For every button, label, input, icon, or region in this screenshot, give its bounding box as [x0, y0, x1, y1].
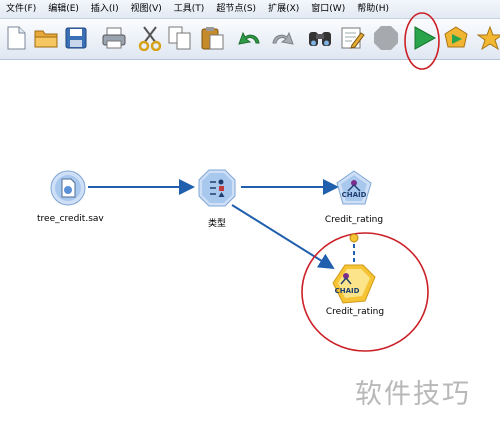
- watermark: 软件技巧: [355, 379, 471, 410]
- toolbar: [0, 19, 500, 60]
- find-icon[interactable]: [306, 24, 334, 52]
- star-icon[interactable]: [476, 24, 500, 52]
- chaid-nugget-icon: CHAID: [332, 264, 376, 304]
- menu-view[interactable]: 视图(V): [130, 4, 162, 14]
- menu-help[interactable]: 帮助(H): [357, 4, 389, 14]
- menu-edit[interactable]: 编辑(E): [48, 4, 79, 14]
- run-selection-icon[interactable]: [442, 24, 470, 52]
- source-node[interactable]: [50, 170, 86, 206]
- type-icon: [198, 169, 236, 207]
- menu-tools[interactable]: 工具(T): [173, 4, 205, 14]
- model-link-handle: [349, 233, 359, 243]
- stream-canvas[interactable]: tree_credit.sav 类型 CHAID Credit_rating: [0, 60, 500, 429]
- menu-supernode[interactable]: 超节点(S): [216, 4, 257, 14]
- type-node[interactable]: [198, 169, 236, 207]
- paste-icon[interactable]: [198, 24, 226, 52]
- menu-extensions[interactable]: 扩展(X): [268, 4, 300, 14]
- save-icon[interactable]: [62, 24, 90, 52]
- run-button-highlight: [404, 12, 440, 70]
- chaid-modeler-label: Credit_rating: [324, 215, 384, 225]
- menu-bar: 文件(F) 编辑(E) 插入(I) 视图(V) 工具(T) 超节点(S) 扩展(…: [0, 0, 500, 19]
- stream-links: [88, 179, 429, 352]
- chaid-icon: CHAID: [336, 170, 372, 205]
- open-folder-icon[interactable]: [32, 24, 60, 52]
- database-file-icon: [50, 170, 86, 206]
- copy-icon[interactable]: [166, 24, 194, 52]
- menu-file[interactable]: 文件(F): [6, 4, 37, 14]
- new-file-icon[interactable]: [2, 24, 30, 52]
- print-icon[interactable]: [100, 24, 128, 52]
- type-node-label: 类型: [207, 219, 226, 229]
- source-node-label: tree_credit.sav: [37, 214, 104, 224]
- chaid-modeler-node[interactable]: CHAID: [336, 170, 372, 206]
- svg-text:CHAID: CHAID: [342, 191, 367, 199]
- menu-window[interactable]: 窗口(W): [311, 4, 346, 14]
- nugget-highlight: [301, 232, 429, 352]
- run-icon[interactable]: [410, 24, 438, 52]
- redo-icon[interactable]: [268, 24, 296, 52]
- undo-icon[interactable]: [236, 24, 264, 52]
- chaid-nugget-label: Credit_rating: [325, 307, 385, 317]
- chaid-model-nugget[interactable]: CHAID: [331, 263, 377, 305]
- edit-icon[interactable]: [338, 24, 366, 52]
- cut-icon[interactable]: [136, 24, 164, 52]
- stop-icon[interactable]: [372, 24, 400, 52]
- svg-text:CHAID: CHAID: [335, 287, 360, 295]
- link-type-to-nugget: [231, 204, 335, 270]
- menu-insert[interactable]: 插入(I): [90, 4, 119, 14]
